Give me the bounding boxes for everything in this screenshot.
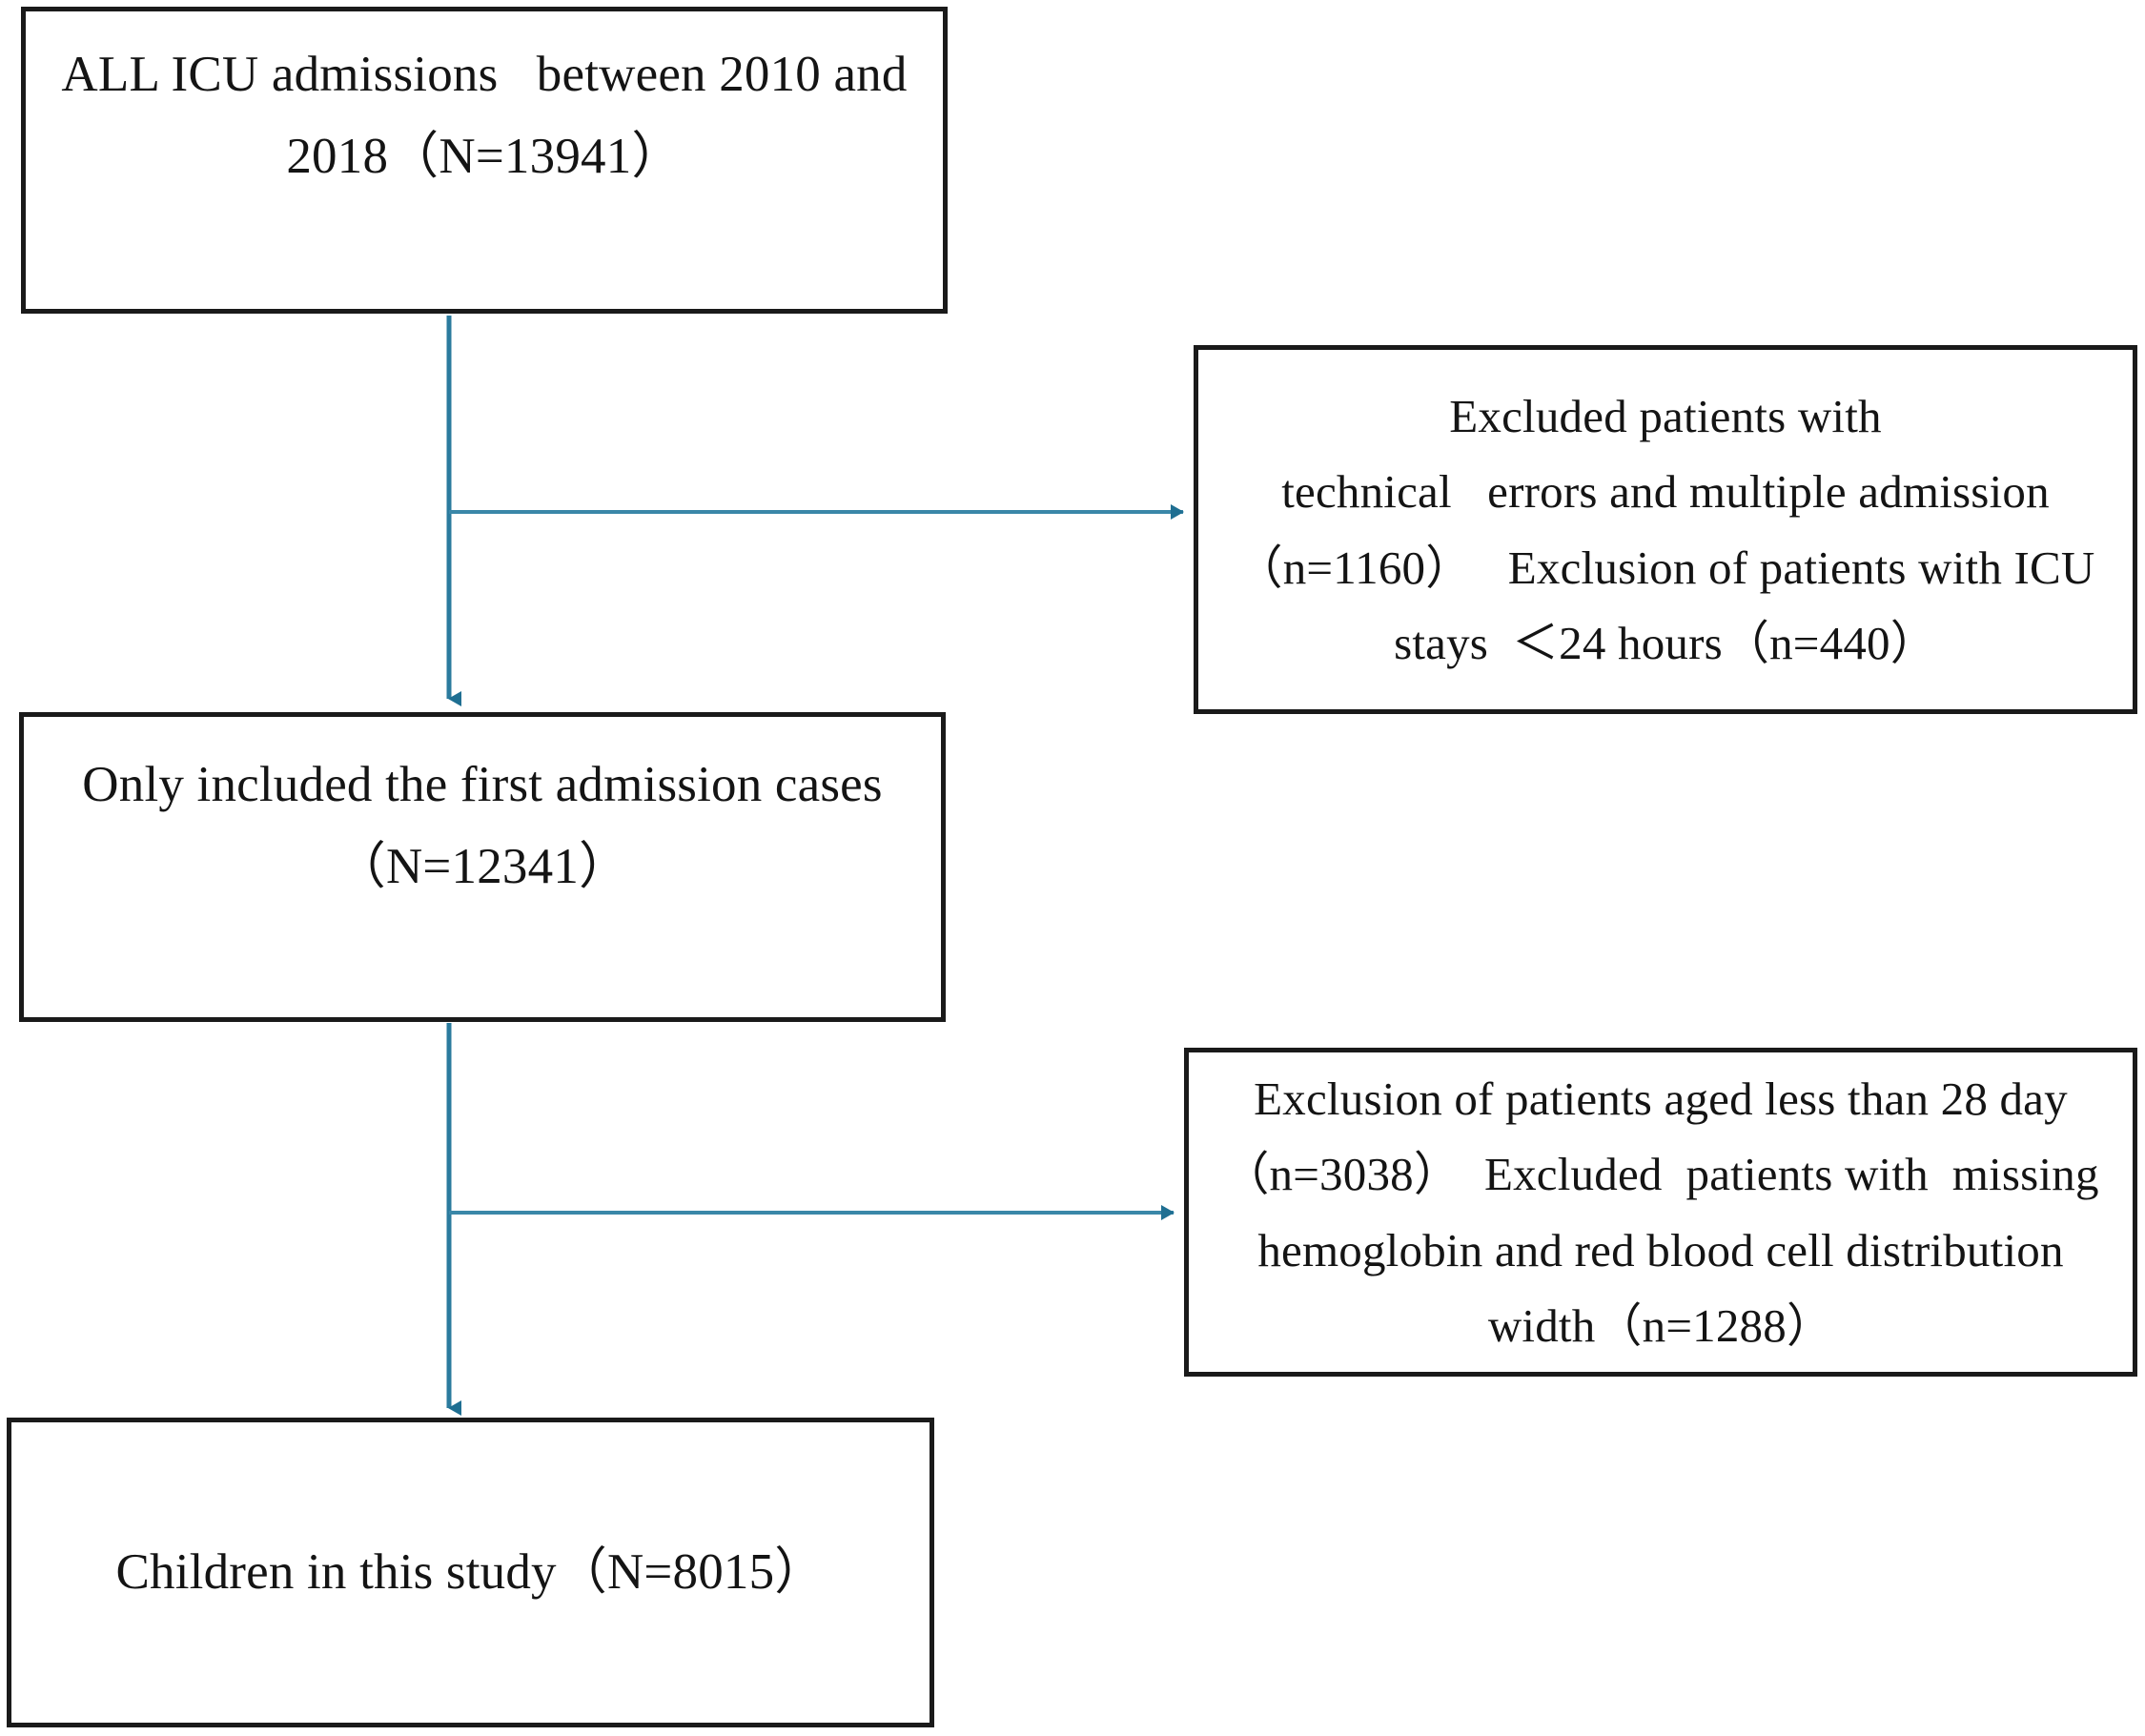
box-excluded-technical-body: Excluded patients with technical errors … xyxy=(1236,378,2095,682)
box-excluded-technical-line-4: stays ＜24 hours（n=440） xyxy=(1394,616,1937,669)
box-excluded-technical-line-1: Excluded patients with xyxy=(1449,389,1882,442)
box-first-admission: Only included the first admission cases … xyxy=(19,712,946,1022)
box-excluded-age-line-4: width（n=1288） xyxy=(1487,1298,1834,1352)
box-excluded-technical-line-3: （n=1160） Exclusion of patients with ICU xyxy=(1236,541,2095,594)
box-excluded-age: Exclusion of patients aged less than 28 … xyxy=(1184,1048,2137,1377)
box-all-admissions-line-2: 2018（N=13941） xyxy=(286,129,683,184)
box-first-admission-line-1: Only included the first admission cases xyxy=(82,756,883,812)
box-excluded-technical-line-2: technical errors and multiple admission xyxy=(1281,465,2050,519)
box-children-study: Children in this study（N=8015） xyxy=(7,1418,934,1727)
box-all-admissions-line-1: ALL ICU admissions between 2010 and xyxy=(61,47,908,103)
box-children-study-line-1: Children in this study（N=8015） xyxy=(115,1543,826,1600)
box-excluded-age-line-1: Exclusion of patients aged less than 28 … xyxy=(1254,1072,2068,1125)
box-excluded-technical: Excluded patients with technical errors … xyxy=(1194,345,2137,714)
box-excluded-age-body: Exclusion of patients aged less than 28 … xyxy=(1222,1061,2098,1364)
box-children-study-body: Children in this study（N=8015） xyxy=(115,1532,825,1614)
box-first-admission-body: Only included the first admission cases … xyxy=(82,745,882,991)
box-first-admission-line-2: （N=12341） xyxy=(335,838,630,894)
box-excluded-age-line-2: （n=3038） Excluded patients with missing xyxy=(1222,1148,2099,1201)
box-excluded-age-line-3: hemoglobin and red blood cell distributi… xyxy=(1257,1223,2064,1276)
box-all-admissions: ALL ICU admissions between 2010 and 2018… xyxy=(21,7,948,314)
box-all-admissions-body: ALL ICU admissions between 2010 and 2018… xyxy=(61,34,907,286)
